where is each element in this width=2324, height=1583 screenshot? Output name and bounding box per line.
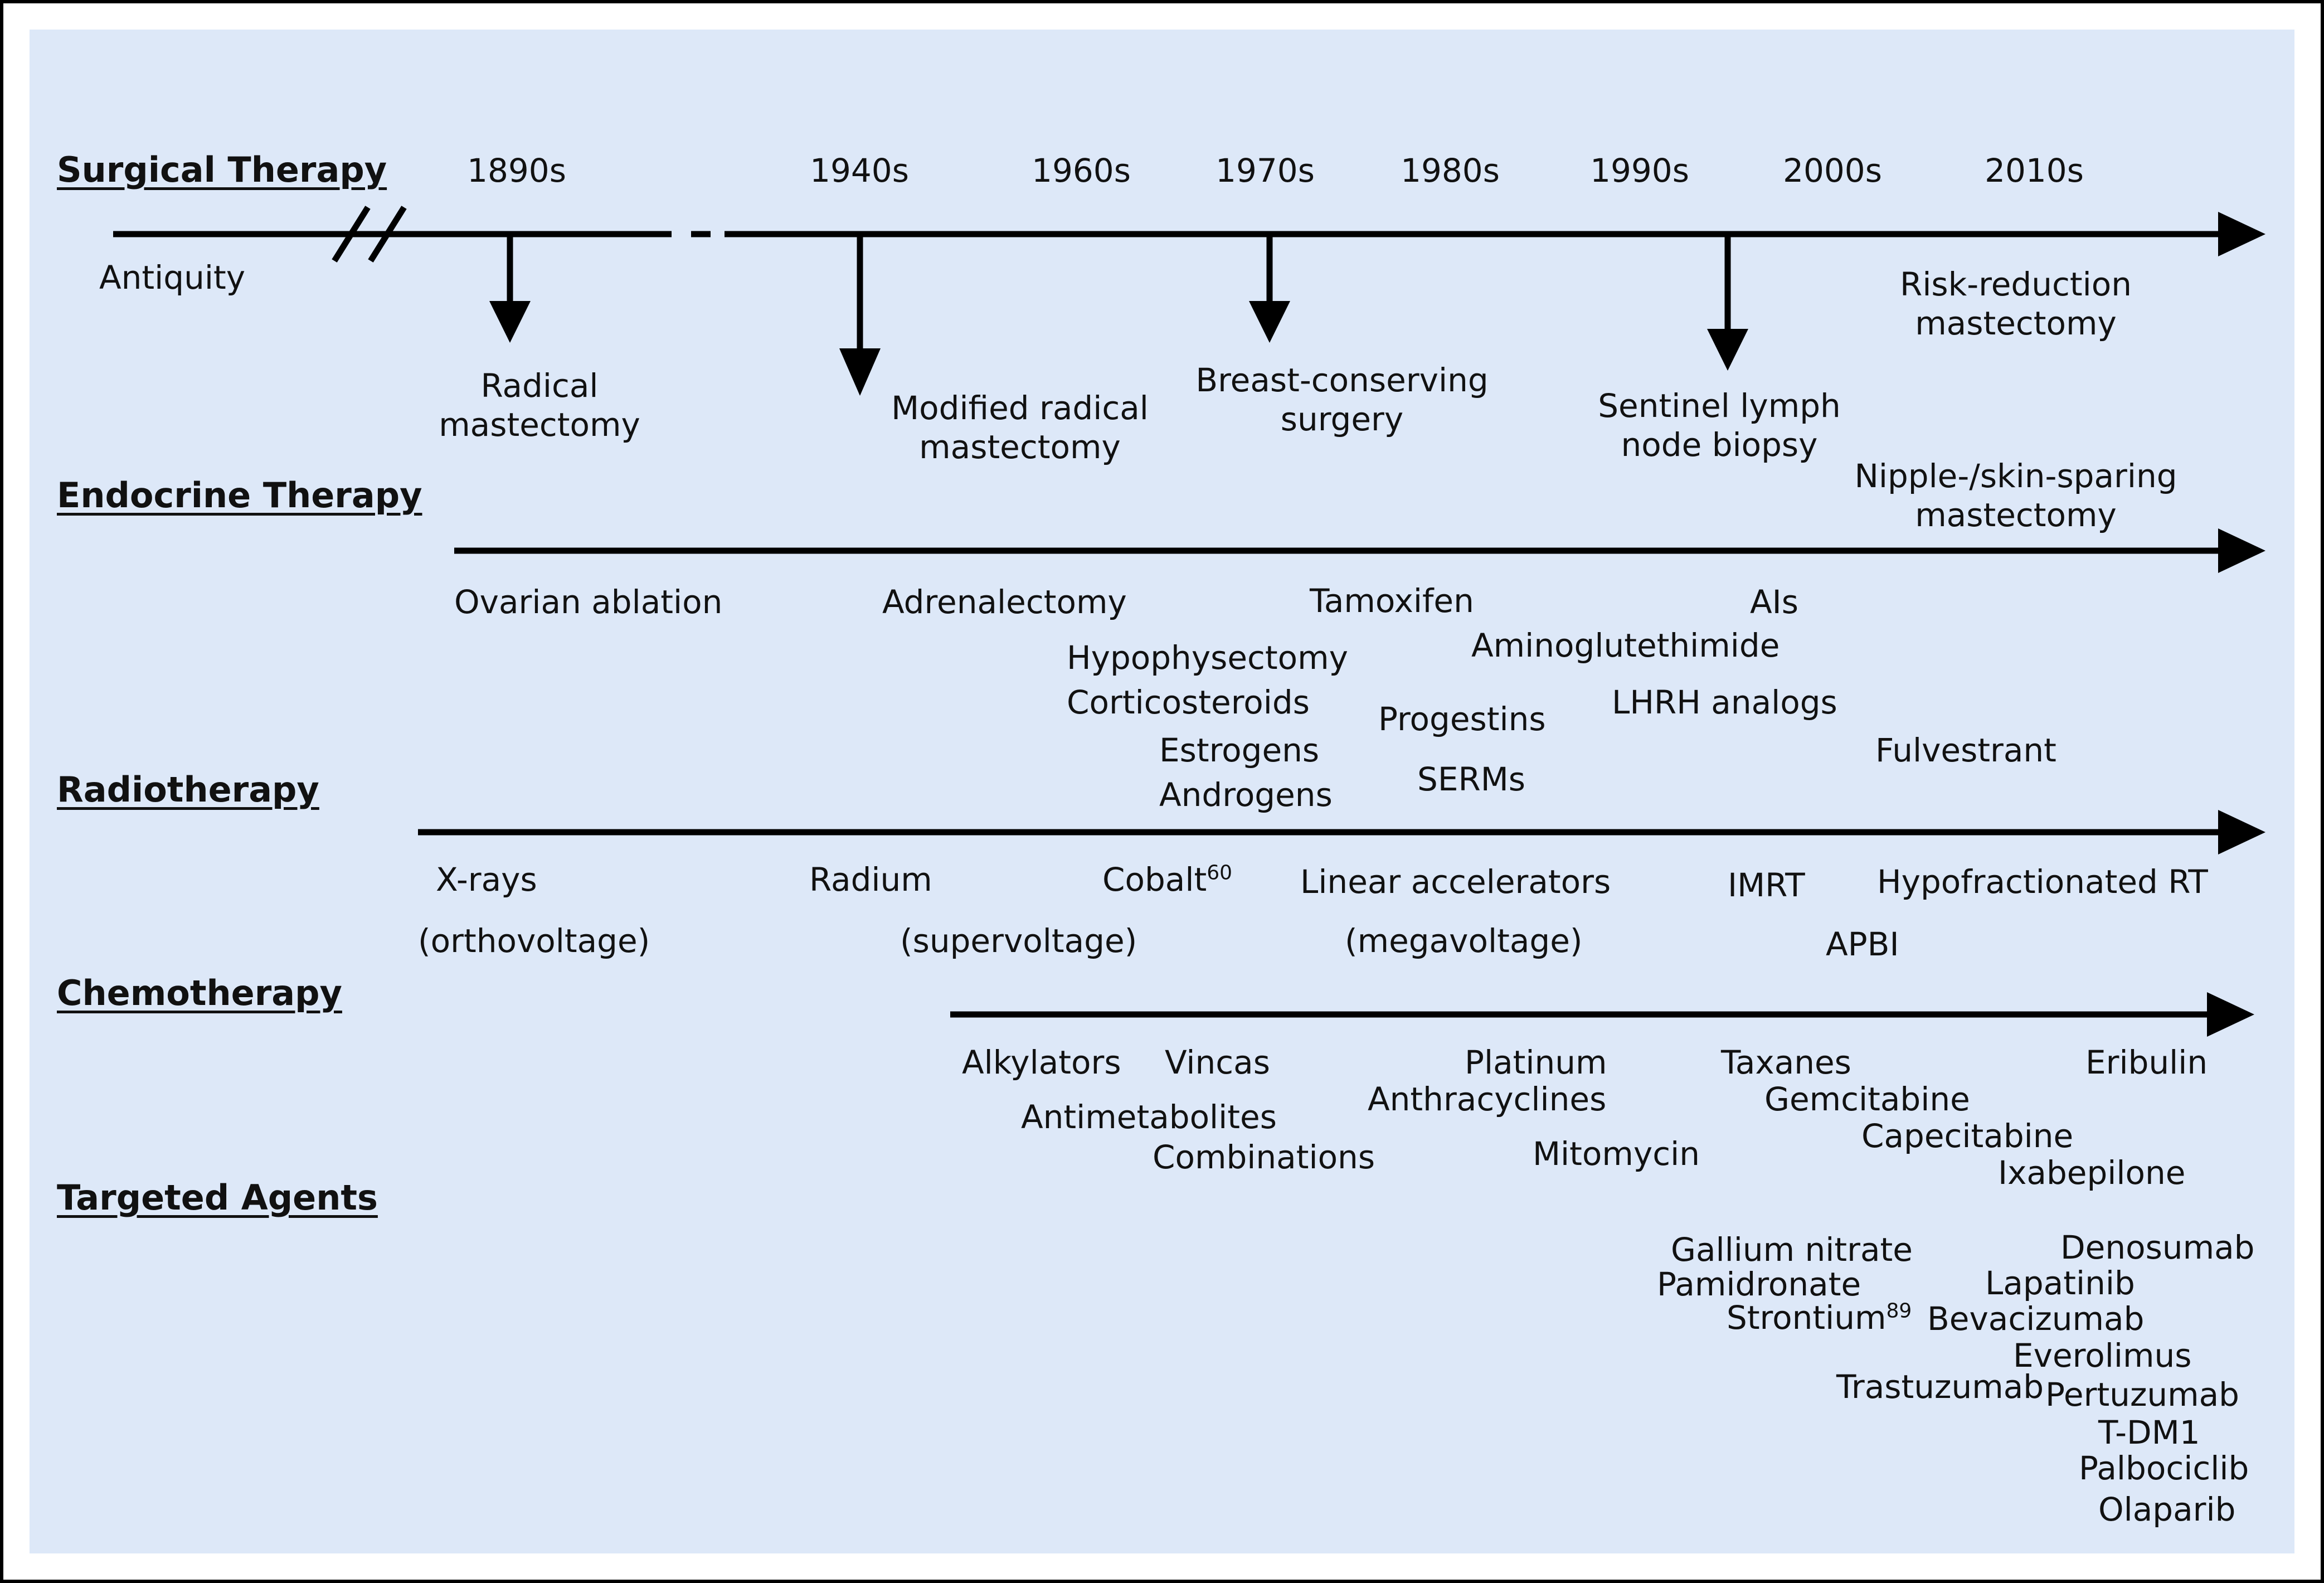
endocrine-androgens: Androgens xyxy=(1159,776,1333,814)
endocrine-tamoxifen: Tamoxifen xyxy=(1310,582,1474,620)
diagram-panel xyxy=(30,30,2294,1553)
radiotherapy-hypofractionated-rt: Hypofractionated RT xyxy=(1877,863,2208,901)
heading-radiotherapy: Radiotherapy xyxy=(57,769,319,810)
endocrine-ovarian-ablation: Ovarian ablation xyxy=(454,583,723,621)
endocrine-corticosteroids: Corticosteroids xyxy=(1067,683,1310,721)
endocrine-hypophysectomy: Hypophysectomy xyxy=(1067,639,1348,677)
chemotherapy-eribulin: Eribulin xyxy=(2085,1043,2208,1081)
surgical-arrowhead xyxy=(2218,212,2265,256)
heading-surgical-therapy: Surgical Therapy xyxy=(57,149,387,190)
targeted-strontium: Strontium89 xyxy=(1727,1299,1912,1337)
decade-label: 1960s xyxy=(1032,152,1131,190)
chemotherapy-arrowhead xyxy=(2207,992,2254,1037)
endocrine-ais: AIs xyxy=(1750,583,1798,621)
chemotherapy-anthracyclines: Anthracyclines xyxy=(1368,1080,1607,1118)
radiotherapy-radium: Radium xyxy=(809,861,932,899)
endocrine-fulvestrant: Fulvestrant xyxy=(1875,731,2056,769)
targeted-trastuzumab: Trastuzumab xyxy=(1836,1368,2044,1406)
endocrine-serms: SERMs xyxy=(1417,760,1526,798)
drop-arrowhead-radical xyxy=(489,301,531,343)
break-mark-1 xyxy=(332,206,371,263)
radiotherapy-arrowhead xyxy=(2218,810,2265,854)
heading-endocrine-therapy: Endocrine Therapy xyxy=(57,475,422,516)
chemotherapy-mitomycin: Mitomycin xyxy=(1533,1135,1700,1173)
targeted-lapatinib: Lapatinib xyxy=(1985,1264,2135,1302)
decade-label: 1980s xyxy=(1401,152,1500,190)
endocrine-progestins: Progestins xyxy=(1378,700,1546,738)
heading-targeted-agents: Targeted Agents xyxy=(57,1177,378,1218)
endocrine-arrowhead xyxy=(2218,528,2265,573)
chemotherapy-capecitabine: Capecitabine xyxy=(1861,1117,2074,1155)
endocrine-aminoglutethimide: Aminoglutethimide xyxy=(1471,627,1780,664)
radiotherapy-orthovoltage: (orthovoltage) xyxy=(418,922,650,960)
decade-label: 2010s xyxy=(1985,152,2084,190)
endocrine-estrogens: Estrogens xyxy=(1159,731,1320,769)
chemotherapy-alkylators: Alkylators xyxy=(962,1043,1121,1081)
decade-label: 1970s xyxy=(1216,152,1315,190)
targeted-olaparib: Olaparib xyxy=(2098,1490,2236,1528)
endocrine-adrenalectomy: Adrenalectomy xyxy=(882,583,1127,621)
targeted-everolimus: Everolimus xyxy=(2013,1337,2192,1375)
chemotherapy-ixabepilone: Ixabepilone xyxy=(1998,1154,2186,1192)
decade-label: 2000s xyxy=(1783,152,1882,190)
targeted-pamidronate: Pamidronate xyxy=(1657,1265,1861,1303)
targeted-denosumab: Denosumab xyxy=(2060,1228,2255,1266)
drop-arrowhead-sentinel xyxy=(1707,329,1748,371)
heading-chemotherapy: Chemotherapy xyxy=(57,973,342,1013)
targeted-gallium-nitrate: Gallium nitrate xyxy=(1671,1231,1913,1269)
break-mark-2 xyxy=(368,206,407,263)
decade-label: 1890s xyxy=(467,152,566,190)
chemotherapy-platinum: Platinum xyxy=(1465,1043,1607,1081)
endocrine-lhrh-analogs: LHRH analogs xyxy=(1612,683,1837,721)
radiotherapy-supervoltage: (supervoltage) xyxy=(900,922,1137,960)
drop-arrowhead-modified xyxy=(839,348,881,396)
radiotherapy-megavoltage: (megavoltage) xyxy=(1345,922,1583,960)
radiotherapy-apbi: APBI xyxy=(1826,925,1899,963)
radiotherapy-imrt: IMRT xyxy=(1728,866,1805,904)
chemotherapy-combinations: Combinations xyxy=(1153,1138,1375,1176)
radiotherapy-xrays: X-rays xyxy=(436,861,537,899)
targeted-palbociclib: Palbociclib xyxy=(2079,1449,2249,1487)
targeted-bevacizumab: Bevacizumab xyxy=(1927,1300,2145,1338)
radiotherapy-cobalt: Cobalt60 xyxy=(1102,861,1233,899)
chemotherapy-taxanes: Taxanes xyxy=(1721,1043,1851,1081)
chemotherapy-gemcitabine: Gemcitabine xyxy=(1764,1080,1970,1118)
surgical-antiquity: Antiquity xyxy=(99,259,246,297)
radiotherapy-linear-accelerators: Linear accelerators xyxy=(1300,863,1611,901)
chemotherapy-antimetabolites: Antimetabolites xyxy=(1021,1098,1277,1136)
targeted-tdm1: T-DM1 xyxy=(2098,1414,2200,1451)
chemotherapy-vincas: Vincas xyxy=(1165,1043,1270,1081)
drop-arrowhead-bcs xyxy=(1249,301,1290,343)
decade-label: 1940s xyxy=(810,152,909,190)
targeted-pertuzumab: Pertuzumab xyxy=(2045,1376,2239,1414)
decade-label: 1990s xyxy=(1590,152,1689,190)
